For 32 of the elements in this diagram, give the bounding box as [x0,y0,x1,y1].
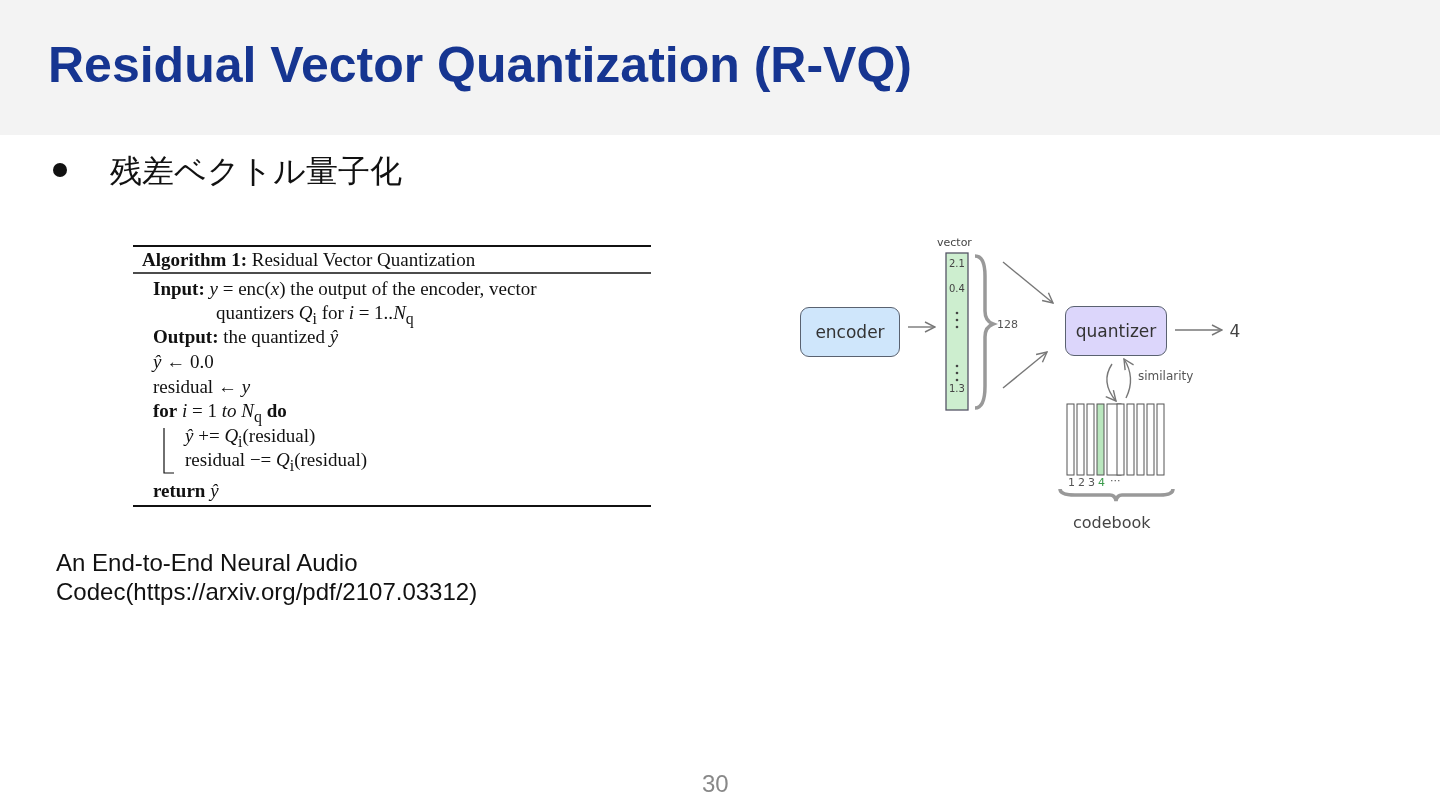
codebook-index: 1 [1068,476,1075,489]
output-value: 4 [1224,318,1246,344]
arrow [1174,324,1223,336]
edge-label: similarity [1138,369,1194,383]
codebook-index: ··· [1110,474,1121,487]
encoder-box: encoder [800,307,900,357]
arrow [1105,363,1117,402]
codebook-index: 3 [1088,476,1095,489]
bullet-text: 残差ベクトル量子化 [110,152,402,191]
algorithm-line: ŷ ← 0.0 [153,350,214,374]
page-number: 30 [702,770,729,798]
arrow [1002,351,1048,389]
dimension-label: 128 [997,318,1018,331]
arrow [1123,358,1135,399]
algorithm-line: residual −= Q$_{i}$(residual) [185,448,368,472]
vector-label: vector [937,236,972,249]
slide-title: Residual Vector Quantization (R-VQ) [48,36,912,94]
codebook-label: codebook [1073,513,1151,532]
source-caption: An End-to-End Neural Audio Codec(https://arxiv.org/pdf/2107.03312) [56,548,479,606]
vector-value: 0.4 [949,283,965,294]
vector-value: 1.3 [949,383,965,394]
vector-value: 2.1 [949,258,965,269]
algorithm-header: Algorithm 1: Residual Vector Quantization [142,248,476,272]
arrow [907,321,936,333]
algorithm-line: residual ← y [153,375,251,399]
algorithm-line: return ŷ [153,479,219,503]
quantizer-box: quantizer [1065,306,1167,356]
codebook-index: 4 [1098,476,1105,489]
arrow [1002,261,1054,304]
algorithm-line: ŷ += Q$_{i}$(residual) [185,425,316,448]
algorithm-line: Output: the quantized ŷ [153,325,339,349]
codebook-index: 2 [1078,476,1085,489]
